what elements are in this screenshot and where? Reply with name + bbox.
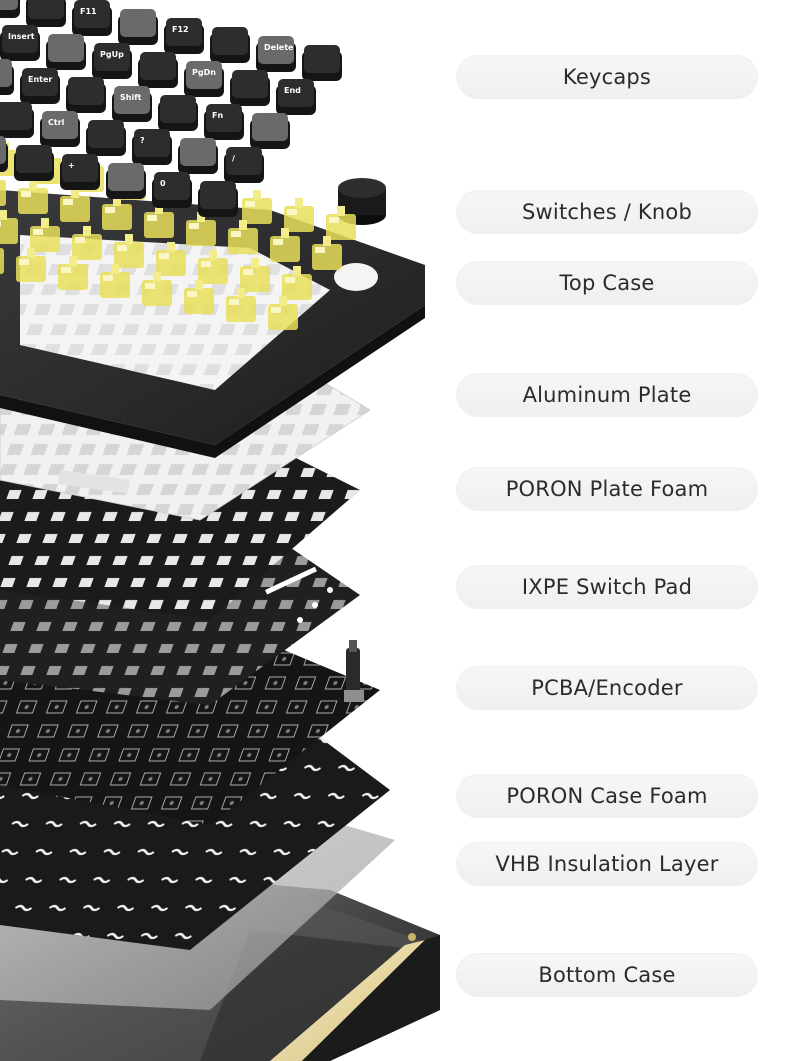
- switch-icon: [282, 266, 312, 300]
- keycap-icon: F12: [164, 18, 204, 54]
- keycap-icon: [26, 0, 66, 27]
- switch-icon: [142, 272, 172, 306]
- keycap-legend: ?: [140, 136, 145, 145]
- switch-icon: [270, 228, 300, 262]
- keycap-icon: [158, 95, 198, 131]
- keycap-icon: [210, 27, 250, 63]
- keycap-icon: [0, 102, 34, 138]
- keycap-icon: [118, 9, 158, 45]
- keycap-icon: PgUp: [92, 43, 132, 79]
- keycap-icon: Delete: [256, 36, 296, 72]
- keycap-icon: Insert: [0, 25, 40, 61]
- keycap-icon: [302, 45, 342, 81]
- layer-label-aluminum-plate: Aluminum Plate: [456, 373, 758, 417]
- keycap-legend: /: [232, 154, 235, 163]
- keycap-icon: [46, 34, 86, 70]
- layer-label-bottom-case: Bottom Case: [456, 953, 758, 997]
- keycap-icon: [198, 181, 238, 217]
- keycap-icon: [138, 52, 178, 88]
- switch-icon: [144, 204, 174, 238]
- switch-icon: [242, 190, 272, 224]
- keycap-icon: Ctrl: [40, 111, 80, 147]
- switch-icon: [100, 264, 130, 298]
- switch-icon: [60, 188, 90, 222]
- switch-icon: [326, 206, 356, 240]
- keycap-icon: Enter: [20, 68, 60, 104]
- layer-label-keycaps: Keycaps: [456, 55, 758, 99]
- layer-label-poron-case-foam: PORON Case Foam: [456, 774, 758, 818]
- switch-icon: [156, 242, 186, 276]
- switch-icon: [58, 256, 88, 290]
- keycap-legend: End: [284, 86, 301, 95]
- keycap-icon: 0: [152, 172, 192, 208]
- keycap-legend: F12: [172, 25, 189, 34]
- layer-label-top-case: Top Case: [456, 261, 758, 305]
- switch-icon: [16, 248, 46, 282]
- keycap-legend: F11: [80, 7, 97, 16]
- switch-icon: [312, 236, 342, 270]
- keycap-legend: Insert: [8, 32, 35, 41]
- keycap-legend: Delete: [264, 43, 294, 52]
- switch-icon: [72, 226, 102, 260]
- keycap-icon: [106, 163, 146, 199]
- layer-label-switches-knob: Switches / Knob: [456, 190, 758, 234]
- keycap-legend: PgUp: [100, 50, 124, 59]
- keycap-legend: Shift: [120, 93, 142, 102]
- layer-label-pcba-encoder: PCBA/Encoder: [456, 666, 758, 710]
- switch-icon: [198, 250, 228, 284]
- keycap-icon: /: [224, 147, 264, 183]
- keycap-icon: PgDn: [184, 61, 224, 97]
- knob-shape: [338, 178, 386, 225]
- keycap-icon: Fn: [204, 104, 244, 140]
- keycap-legend: Fn: [212, 111, 223, 120]
- keycap-icon: +: [60, 154, 100, 190]
- keycap-icon: ?: [132, 129, 172, 165]
- switch-icon: [284, 198, 314, 232]
- keycap-icon: [230, 70, 270, 106]
- switch-icon: [0, 210, 18, 244]
- keycap-icon: [0, 59, 14, 95]
- switch-icon: [186, 212, 216, 246]
- keycap-legend: +: [68, 161, 75, 170]
- switch-icon: [0, 180, 6, 206]
- keycap-icon: =: [0, 136, 8, 172]
- switch-icon: [18, 180, 48, 214]
- switch-icon: [114, 234, 144, 268]
- keycap-icon: F11: [72, 0, 112, 36]
- switch-icon: [102, 196, 132, 230]
- keycap-icon: [86, 120, 126, 156]
- keycap-icon: End: [276, 79, 316, 115]
- switch-icon: [30, 218, 60, 252]
- keycap-legend: Enter: [28, 75, 52, 84]
- switch-icon: [228, 220, 258, 254]
- layer-label-vhb-insulation: VHB Insulation Layer: [456, 842, 758, 886]
- keycap-icon: [66, 77, 106, 113]
- keycap-icon: F10: [0, 0, 20, 18]
- keycap-legend: 0: [160, 179, 166, 188]
- switch-icon: [240, 258, 270, 292]
- keycap-icon: [14, 145, 54, 181]
- keycap-icon: Shift: [112, 86, 152, 122]
- layer-label-ixpe-switch-pad: IXPE Switch Pad: [456, 565, 758, 609]
- layer-label-poron-plate-foam: PORON Plate Foam: [456, 467, 758, 511]
- keycap-icon: [250, 113, 290, 149]
- keycap-legend: Ctrl: [48, 118, 65, 127]
- switch-icon: [0, 248, 4, 274]
- keycap-icon: [178, 138, 218, 174]
- switch-icon: [226, 288, 256, 322]
- switch-icon: [268, 296, 298, 330]
- switch-icon: [184, 280, 214, 314]
- keycap-legend: PgDn: [192, 68, 216, 77]
